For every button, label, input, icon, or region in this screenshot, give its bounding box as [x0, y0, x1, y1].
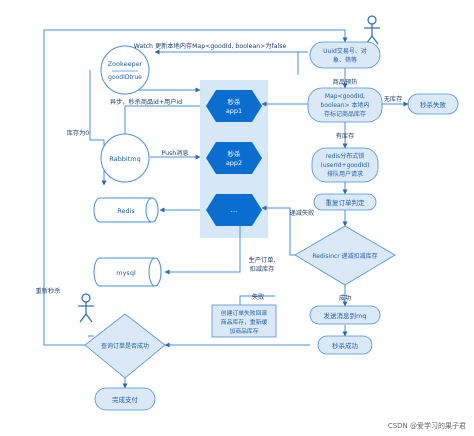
- edge-label-async: 异步，秒杀商品id+用户id: [110, 98, 182, 106]
- query-order-diamond: [84, 313, 166, 379]
- redis-lock-label-3: 排队用户请求: [327, 170, 363, 178]
- repeat-order-node: [313, 193, 377, 211]
- edge-fail-rollback: [239, 295, 275, 305]
- app3-node: ...: [206, 194, 262, 226]
- edge-label-order-2: 扣减库存: [250, 265, 275, 273]
- map-label-2: boolean> 本地内: [321, 101, 370, 109]
- svg-text:秒杀: 秒杀: [228, 149, 242, 158]
- watermark: CSDN @爱学习的果子君: [388, 421, 466, 430]
- edge-label-no-stock: 无库存: [384, 95, 403, 103]
- pay-done-label: 完成支付: [112, 395, 139, 404]
- zookeeper-sub-label: goodIDtrue: [108, 74, 142, 81]
- rollback-label-2: 商品库存，重新缓: [221, 318, 268, 326]
- svg-text:app2: app2: [226, 159, 242, 167]
- rabbitmq-label: Rabbitmq: [109, 155, 140, 163]
- edge-label-success: 成功: [339, 294, 351, 302]
- svg-text:app1: app1: [226, 107, 242, 115]
- redis-store: Redis: [93, 197, 159, 223]
- edge-watch-right: [297, 51, 308, 75]
- edge-query-restart: [43, 316, 95, 346]
- rollback-label-3: 加商品库存: [230, 327, 259, 335]
- send-mq-node: [309, 305, 381, 325]
- edge-label-has-stock: 有库存: [336, 132, 355, 140]
- send-mq-label: 发送消息到mq: [324, 311, 367, 320]
- edge-label-reseckill: 重新秒杀: [36, 287, 61, 295]
- svg-text:...: ...: [231, 206, 238, 214]
- redis-decr-label: Redisincr 递减扣减库存: [312, 252, 377, 260]
- seckill-success-label: 秒杀成功: [332, 341, 359, 350]
- edge-label-stock-zero: 库存为0: [67, 129, 90, 137]
- redis-decr-diamond: [294, 225, 396, 286]
- map-node: [307, 87, 383, 123]
- repeat-order-label: 重复订单判定: [326, 198, 366, 207]
- zookeeper-node: [100, 45, 150, 95]
- edge-label-push: Push消息: [161, 149, 188, 157]
- edge-stock-zero: [89, 70, 104, 141]
- map-label-1: Map<goodId,: [325, 93, 365, 100]
- edge-label-fail: 失败: [252, 293, 264, 301]
- redis-label: Redis: [117, 207, 135, 215]
- redis-lock-label-1: redis分布式锁: [326, 152, 365, 160]
- edge-label-goods-check: 商品预热: [333, 78, 359, 86]
- map-label-3: 存标记商品库存: [324, 110, 366, 118]
- rollback-label-1: 创建订单失败回滚: [221, 309, 268, 317]
- edge-label-watch: Watch 更新本地内存Map<goodId, boolean>为false: [134, 42, 287, 50]
- mysql-store: mysql: [93, 257, 162, 287]
- uuid-node: [309, 41, 381, 69]
- edge-label-order-1: 生产订单,: [249, 256, 276, 264]
- edge-app1-mq: [122, 105, 200, 141]
- query-order-label: 查询订单是否成功: [101, 342, 149, 350]
- user-icon-bottom: [78, 293, 94, 323]
- zookeeper-label: Zookeeper: [108, 60, 143, 68]
- seckill-fail-node: [407, 93, 459, 115]
- edge-restart-loop: [43, 29, 348, 316]
- redis-lock-label-2: (userId+goodId): [321, 162, 370, 169]
- rollback-node: [211, 304, 277, 338]
- uuid-label-1: Uuid交易号、对: [323, 47, 367, 55]
- uuid-label-2: 象、筛等: [333, 56, 357, 64]
- seckill-fail-label: 秒杀失败: [420, 100, 447, 109]
- seckill-success-node: [317, 335, 373, 355]
- rabbitmq-node: [100, 133, 150, 183]
- app2-node: 秒杀 app2: [206, 142, 262, 174]
- mysql-label: mysql: [116, 269, 136, 277]
- svg-text:秒杀: 秒杀: [228, 97, 242, 106]
- redis-lock-node: [311, 147, 379, 183]
- edge-label-reduce-fail: 递减失败: [290, 209, 315, 217]
- user-icon-top: [364, 15, 380, 45]
- app1-node: 秒杀 app1: [206, 90, 262, 122]
- pay-done-node: [94, 387, 156, 411]
